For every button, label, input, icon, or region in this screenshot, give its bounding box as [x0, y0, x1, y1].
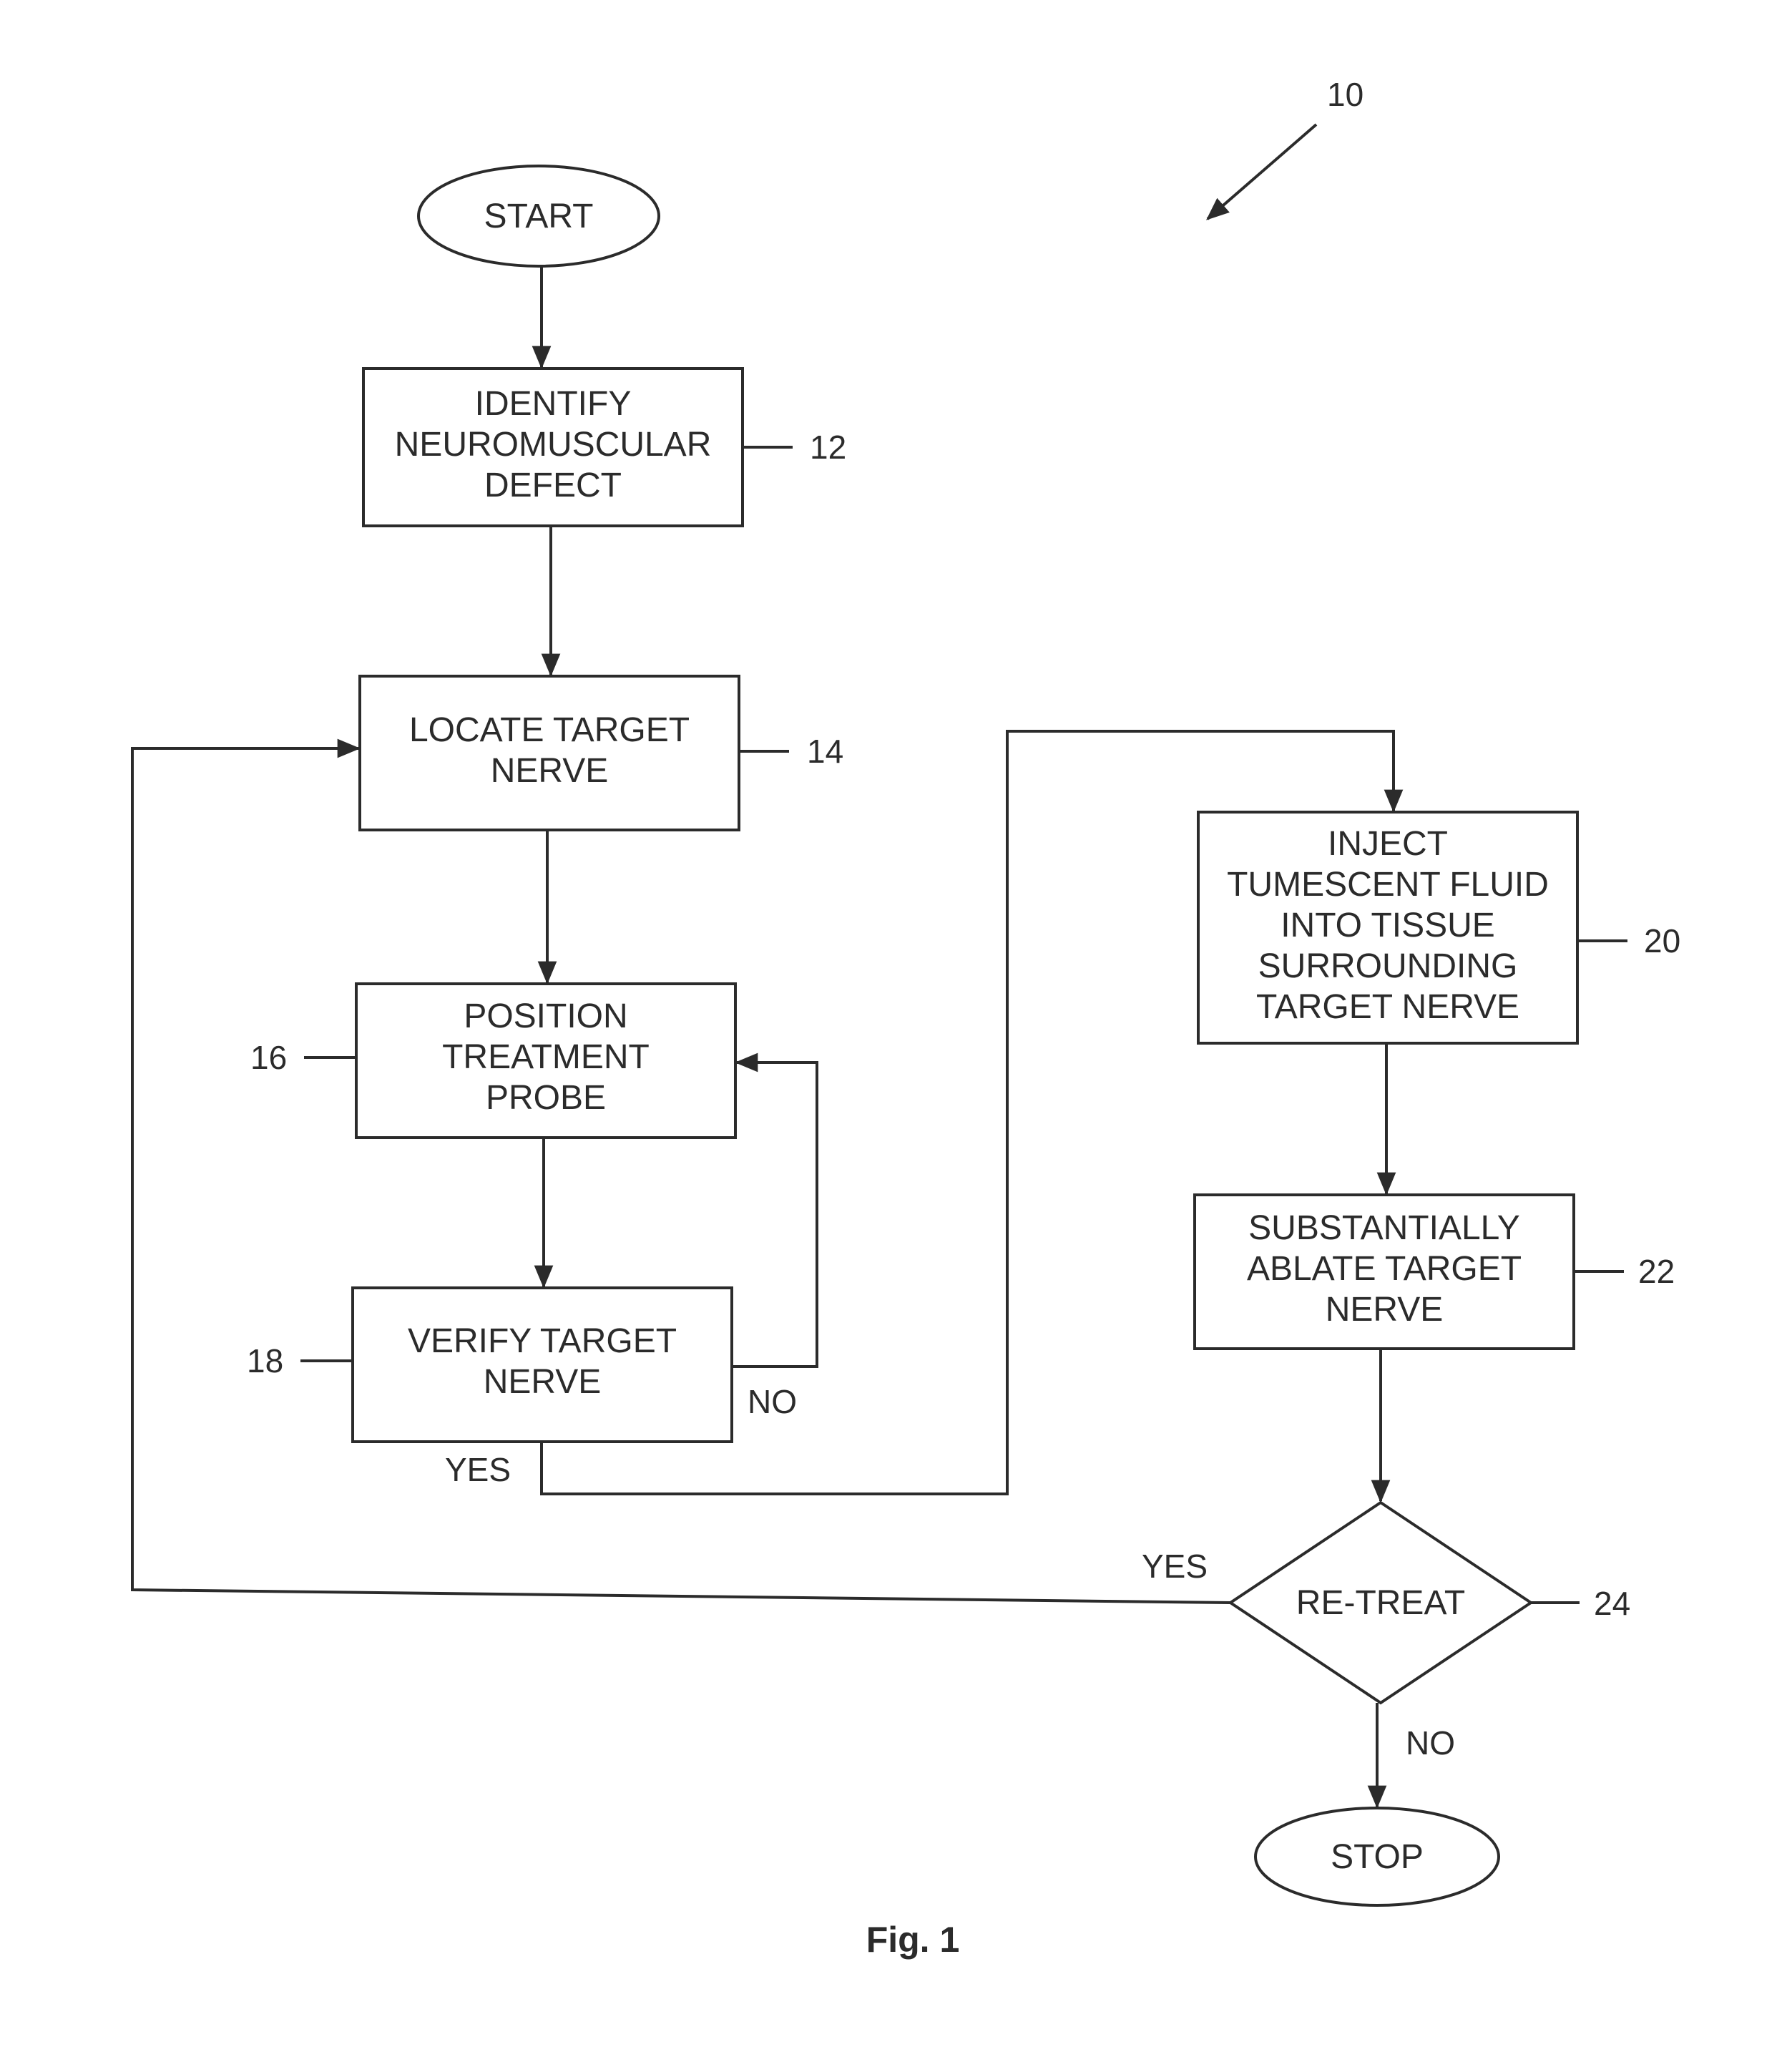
identify-line-2: NEUROMUSCULAR: [395, 426, 712, 464]
identify-ref-number: 12: [810, 429, 846, 466]
start-label: START: [484, 197, 594, 235]
identify-step: IDENTIFY NEUROMUSCULAR DEFECT 12: [363, 368, 846, 526]
arrow-retreat-yes-to-locate: [132, 748, 1230, 1603]
position-ref-number: 16: [250, 1039, 287, 1076]
ablate-step: SUBSTANTIALLY ABLATE TARGET NERVE 22: [1195, 1195, 1675, 1349]
inject-step: INJECT TUMESCENT FLUID INTO TISSUE SURRO…: [1198, 812, 1680, 1043]
locate-line-1: LOCATE TARGET: [409, 711, 690, 749]
inject-line-5: TARGET NERVE: [1256, 988, 1519, 1026]
verify-yes-label: YES: [445, 1451, 511, 1488]
verify-step: VERIFY TARGET NERVE 18: [247, 1288, 732, 1442]
locate-line-2: NERVE: [491, 752, 609, 790]
position-line-3: PROBE: [486, 1079, 606, 1117]
locate-step: LOCATE TARGET NERVE 14: [360, 676, 843, 830]
inject-ref-number: 20: [1644, 922, 1680, 959]
locate-ref-number: 14: [807, 733, 843, 770]
start-terminal: START: [418, 166, 659, 266]
retreat-no-label: NO: [1406, 1724, 1455, 1762]
figure-caption: Fig. 1: [866, 1920, 960, 1960]
verify-ref-number: 18: [247, 1342, 283, 1379]
identify-line-3: DEFECT: [484, 466, 622, 504]
position-line-1: POSITION: [464, 997, 627, 1035]
ablate-line-3: NERVE: [1326, 1291, 1444, 1329]
position-step: POSITION TREATMENT PROBE 16: [250, 984, 735, 1138]
stop-terminal: STOP: [1255, 1808, 1499, 1905]
figure-ref-number: 10: [1327, 76, 1363, 113]
retreat-ref-number: 24: [1594, 1585, 1630, 1622]
ablate-line-1: SUBSTANTIALLY: [1248, 1209, 1520, 1247]
arrow-verify-no-loop: [732, 1062, 817, 1367]
inject-line-4: SURROUNDING: [1258, 947, 1518, 985]
figure-ref-arrow: [1208, 124, 1316, 219]
retreat-yes-label: YES: [1142, 1548, 1208, 1585]
verify-line-2: NERVE: [484, 1363, 602, 1401]
inject-line-1: INJECT: [1328, 825, 1448, 863]
retreat-label: RE-TREAT: [1296, 1584, 1465, 1622]
position-line-2: TREATMENT: [442, 1038, 650, 1076]
verify-line-1: VERIFY TARGET: [408, 1322, 677, 1360]
inject-line-3: INTO TISSUE: [1281, 907, 1495, 944]
retreat-decision: RE-TREAT 24: [1230, 1503, 1630, 1703]
verify-no-label: NO: [748, 1383, 797, 1420]
inject-line-2: TUMESCENT FLUID: [1227, 866, 1549, 904]
ablate-line-2: ABLATE TARGET: [1247, 1250, 1522, 1288]
ablate-ref-number: 22: [1638, 1253, 1675, 1290]
identify-line-1: IDENTIFY: [475, 385, 632, 423]
stop-label: STOP: [1331, 1838, 1424, 1876]
figure-reference: 10: [1208, 76, 1363, 219]
